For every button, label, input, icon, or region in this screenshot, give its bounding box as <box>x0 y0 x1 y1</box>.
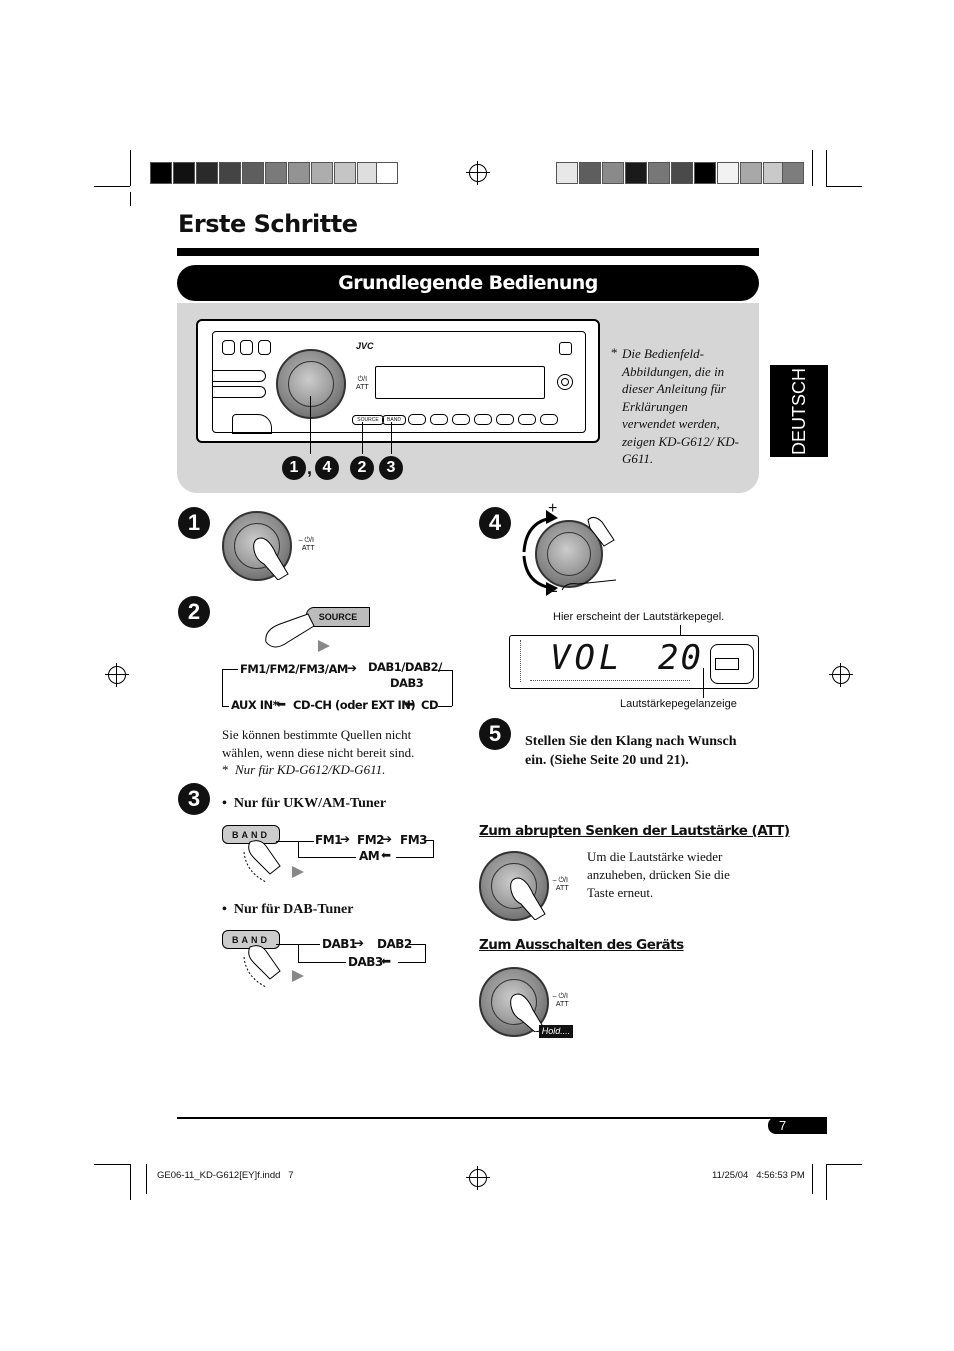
preset-button-a[interactable] <box>222 340 235 355</box>
step-3-press-arrow-icon-dab <box>292 970 304 982</box>
step-3-dab3: DAB3 <box>348 955 383 969</box>
footer-rule <box>177 1117 827 1119</box>
registration-target-left <box>105 663 129 687</box>
step-4-plus: + <box>548 500 558 517</box>
flow-dab: DAB1/DAB2/ <box>368 660 442 674</box>
callout-3: 3 <box>379 456 403 480</box>
att-text: Um die Lautstärke wieder anzuheben, drüc… <box>587 849 730 900</box>
step-4-caption-bottom: Lautstärkepegelanzeige <box>620 698 737 710</box>
flow-fm: FM1/FM2/FM3/AM <box>240 662 348 676</box>
step-3-bullet-fm: • Nur für UKW/AM-Tuner <box>222 796 387 811</box>
step-2-press-arrow-icon <box>318 640 330 652</box>
page-title: Erste Schritte <box>178 210 358 238</box>
step-2-source-button[interactable]: SOURCE <box>306 607 370 627</box>
step-4-minus: – <box>547 580 558 600</box>
section-heading-bar: Grundlegende Bedienung <box>177 265 759 301</box>
step-3-dab2: DAB2 <box>377 937 412 951</box>
footer-date: 11/25/04 4:56:53 PM <box>712 1170 805 1181</box>
flow-cdch: CD-CH (oder EXT IN) <box>293 698 416 712</box>
step-5-text: Stellen Sie den Klang nach Wunsch ein. (… <box>525 734 737 768</box>
callout-2: 2 <box>350 456 374 480</box>
panel-display <box>375 366 545 399</box>
preset-button-c[interactable] <box>258 340 271 355</box>
off-att-label: – ⏻/I ATT <box>552 993 569 1008</box>
panel-note-star: * <box>611 345 618 360</box>
step-2-footnote-star: * <box>222 762 229 777</box>
panel-brand: JVC <box>356 341 374 351</box>
panel-band-button[interactable]: BAND <box>382 415 406 425</box>
step-3-am: AM <box>359 849 380 863</box>
eject-button[interactable] <box>559 342 572 355</box>
page-number: 7 <box>779 1118 787 1133</box>
step-3-finger-icon-dab <box>243 945 281 988</box>
callout-1: 1 <box>282 456 306 480</box>
panel-source-button[interactable]: SOURCE <box>352 415 384 425</box>
step-3-press-arrow-icon-fm <box>292 866 304 878</box>
step-4-finger-bottom-icon <box>561 579 617 591</box>
att-heading: Zum abrupten Senken der Lautstärke (ATT) <box>479 823 790 839</box>
control-dial[interactable] <box>276 349 346 419</box>
step-3-number: 3 <box>178 783 210 815</box>
flow-dab3: DAB3 <box>390 676 424 690</box>
flow-aux: AUX IN* <box>231 698 279 712</box>
step-5-number: 5 <box>479 718 511 750</box>
aux-jack-icon <box>557 374 573 390</box>
lcd-vol-value: 20 <box>658 638 703 678</box>
step-2-number: 2 <box>178 596 210 628</box>
step-3-fm3: FM3 <box>400 833 428 847</box>
off-heading: Zum Ausschalten des Geräts <box>479 937 684 953</box>
step-2-finger-icon <box>265 613 315 648</box>
language-tab: DEUTSCH <box>770 365 828 457</box>
step-4-caption-top: Hier erscheint der Lautstärkepegel. <box>553 611 725 623</box>
step-4-finger-top-icon <box>587 516 615 547</box>
att-label: – ⏻/I ATT <box>552 877 569 892</box>
step-3-bullet-dab: • Nur für DAB-Tuner <box>222 902 354 917</box>
hold-badge: Hold.... <box>539 1025 573 1038</box>
step-1-number: 1 <box>178 507 210 539</box>
off-finger-icon <box>510 993 546 1032</box>
registration-target-right <box>829 663 853 687</box>
step-4-number: 4 <box>479 507 511 539</box>
flow-cd: CD <box>421 698 439 712</box>
callout-4: 4 <box>315 456 339 480</box>
step-4-rotation-arrows-icon <box>522 510 558 596</box>
step-1-att-label: – ⏻/I ATT <box>298 537 315 552</box>
step-3-fm1: FM1 <box>315 833 343 847</box>
preset-button-b[interactable] <box>240 340 253 355</box>
registration-target-top <box>466 161 490 185</box>
step-2-footnote: Nur für KD-G612/KD-G611. <box>235 762 386 777</box>
language-tab-label: DEUTSCH <box>788 367 809 455</box>
step-1-finger-icon <box>253 537 289 580</box>
page-number-tab: 7 <box>768 1117 827 1134</box>
step-3-dab1: DAB1 <box>322 937 357 951</box>
att-finger-icon <box>510 877 546 920</box>
lcd-vol-text: VOL <box>550 638 624 678</box>
panel-note: Die Bedienfeld-Abbildungen, die in diese… <box>622 346 739 466</box>
step-3-finger-icon-fm <box>243 840 281 883</box>
registration-target-bottom <box>466 1166 490 1190</box>
step-3-fm2: FM2 <box>357 833 385 847</box>
step-2-text: Sie können bestimmte Quellen nicht wähle… <box>222 727 415 760</box>
step-4-dial[interactable] <box>535 520 603 588</box>
callout-comma: , <box>307 458 313 478</box>
section-heading: Grundlegende Bedienung <box>338 272 598 294</box>
footer-file: GE06-11_KD-G612[EY]f.indd 7 <box>157 1170 294 1181</box>
title-rule <box>177 248 759 256</box>
step-4-lcd-display: VOL 20 <box>509 635 759 689</box>
